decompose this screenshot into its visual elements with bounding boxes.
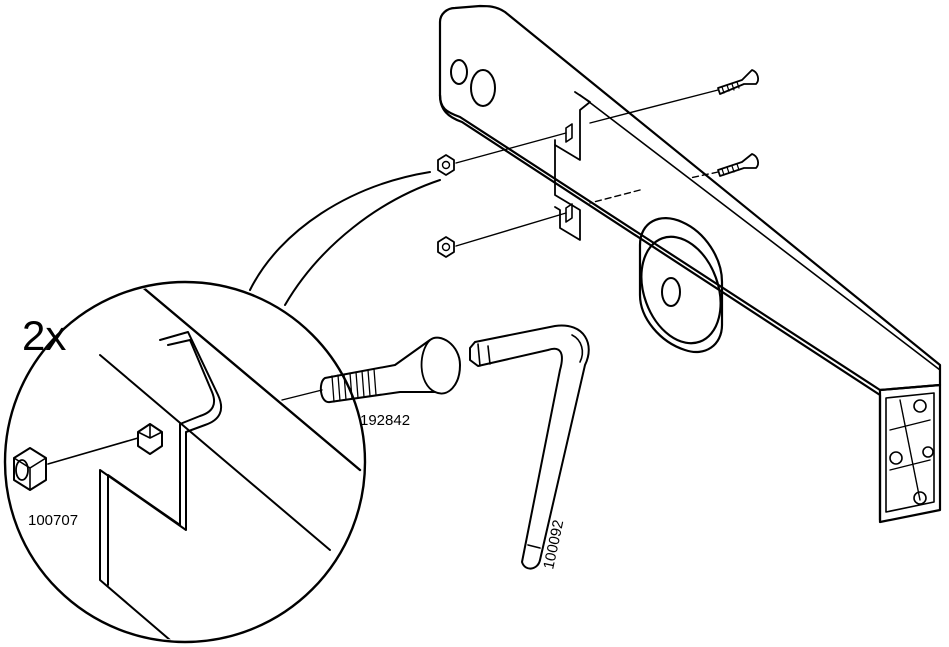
hex-key-part-number: 100092 bbox=[540, 518, 567, 571]
bolt-thread bbox=[331, 368, 377, 403]
rail-beam bbox=[438, 4, 942, 524]
quantity-label: 2x bbox=[22, 312, 66, 359]
callout-zoom bbox=[3, 171, 441, 644]
rail-foot bbox=[638, 217, 724, 353]
nut-lower bbox=[437, 212, 567, 258]
end-cap-holes bbox=[889, 399, 934, 505]
nut-part-number: 100707 bbox=[28, 512, 78, 529]
bolt-part-number: 192842 bbox=[360, 412, 410, 429]
screw-upper bbox=[589, 69, 759, 124]
nut-upper bbox=[437, 132, 567, 176]
bolt-192842 bbox=[281, 336, 461, 404]
rail-holes bbox=[450, 59, 496, 107]
hex-key-100092 bbox=[469, 324, 590, 570]
screw-lower bbox=[589, 153, 759, 204]
